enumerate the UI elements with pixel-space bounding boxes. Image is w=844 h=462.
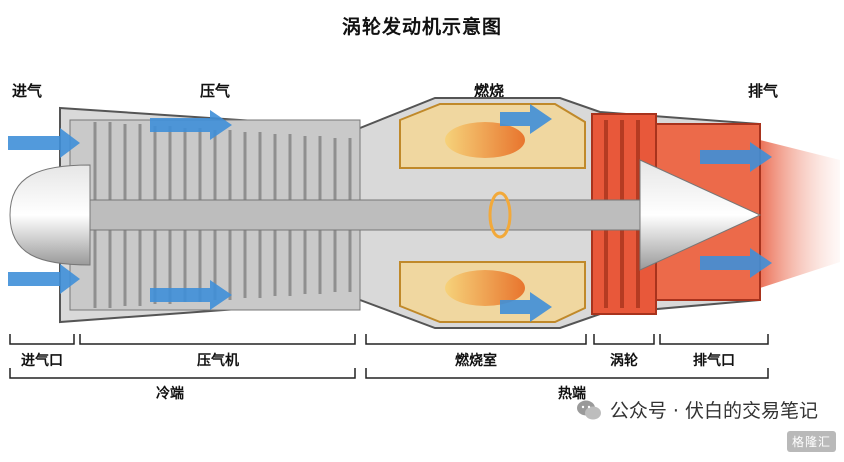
shaft (59, 199, 701, 231)
section-brackets-row2 (9, 368, 769, 379)
section-hot-end: 热端 (558, 386, 586, 402)
label-intake: 进气 (12, 82, 43, 100)
section-inlet: 进气口 (21, 353, 63, 369)
rotation-arrow (488, 191, 512, 239)
exhaust-plume (760, 140, 840, 288)
label-compression: 压气 (200, 82, 231, 100)
logo: 格隆汇 (786, 431, 836, 452)
section-turbine: 涡轮 (610, 353, 638, 369)
watermark-text: 公众号 · 伏白的交易笔记 (609, 400, 818, 422)
diagram-title: 涡轮发动机示意图 (341, 16, 502, 38)
watermark: 公众号 · 伏白的交易笔记 (576, 396, 818, 423)
section-brackets-row1 (9, 334, 769, 345)
label-exhaust: 排气 (748, 82, 779, 100)
section-nozzle: 排气口 (693, 353, 735, 369)
section-compressor: 压气机 (197, 353, 239, 369)
airflow-arrows (8, 104, 772, 322)
wechat-icon (576, 400, 601, 420)
section-cold-end: 冷端 (156, 386, 184, 402)
flame-lower (445, 270, 525, 306)
tail-cone (639, 159, 762, 271)
section-combustor: 燃烧室 (455, 353, 497, 369)
nose-cone (9, 164, 91, 266)
flame-upper (445, 122, 525, 158)
label-combustion: 燃烧 (474, 82, 505, 100)
